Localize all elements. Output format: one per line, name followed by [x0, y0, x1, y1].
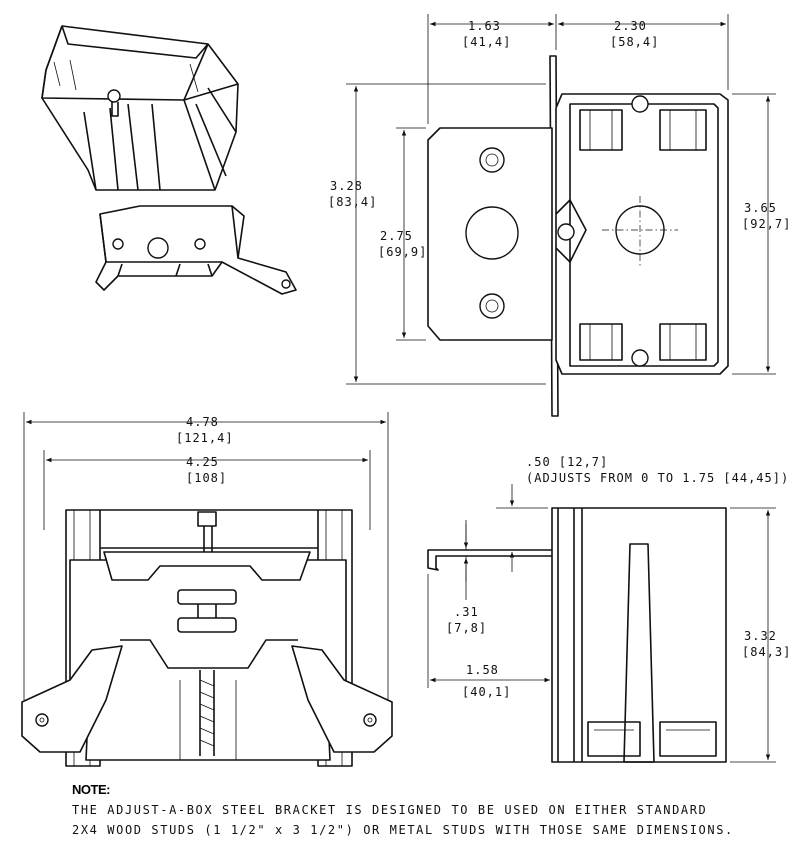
dim-adjust-line1: .50 [12,7]: [526, 455, 608, 469]
front-view: [21, 412, 393, 767]
dim-0-31-inch: .31: [454, 605, 479, 619]
dim-3-65-inch: 3.65: [744, 201, 777, 215]
side-view: [427, 484, 776, 763]
dim-4-25-inch: 4.25: [186, 455, 219, 469]
dim-0-31-mm: [7,8]: [446, 621, 487, 635]
dim-3-28-inch: 3.28: [330, 179, 363, 193]
dim-2-75-inch: 2.75: [380, 229, 413, 243]
dim-1-63-mm: [41,4]: [462, 35, 511, 49]
dim-adjust-line2: (ADJUSTS FROM 0 TO 1.75 [44,45]): [526, 471, 789, 485]
note-title: NOTE:: [72, 782, 110, 797]
note-line-2: 2X4 WOOD STUDS (1 1/2" x 3 1/2") OR META…: [72, 823, 734, 837]
top-view: [346, 14, 776, 417]
dim-1-63-inch: 1.63: [468, 19, 501, 33]
dim-2-30-mm: [58,4]: [610, 35, 659, 49]
dim-3-32-mm: [84,3]: [742, 645, 791, 659]
dim-3-32-inch: 3.32: [744, 629, 777, 643]
dim-3-65-mm: [92,7]: [742, 217, 791, 231]
dim-1-58-mm: [40,1]: [462, 685, 511, 699]
dim-3-28-mm: [83,4]: [328, 195, 377, 209]
isometric-bracket-view: [95, 205, 297, 295]
dim-4-78-inch: 4.78: [186, 415, 219, 429]
isometric-box-view: [41, 25, 239, 191]
note-line-1: THE ADJUST-A-BOX STEEL BRACKET IS DESIGN…: [72, 803, 707, 817]
dim-1-58-inch: 1.58: [466, 663, 499, 677]
dim-2-30-inch: 2.30: [614, 19, 647, 33]
dim-4-25-mm: [108]: [186, 471, 227, 485]
dim-2-75-mm: [69,9]: [378, 245, 427, 259]
dim-4-78-mm: [121,4]: [176, 431, 234, 445]
